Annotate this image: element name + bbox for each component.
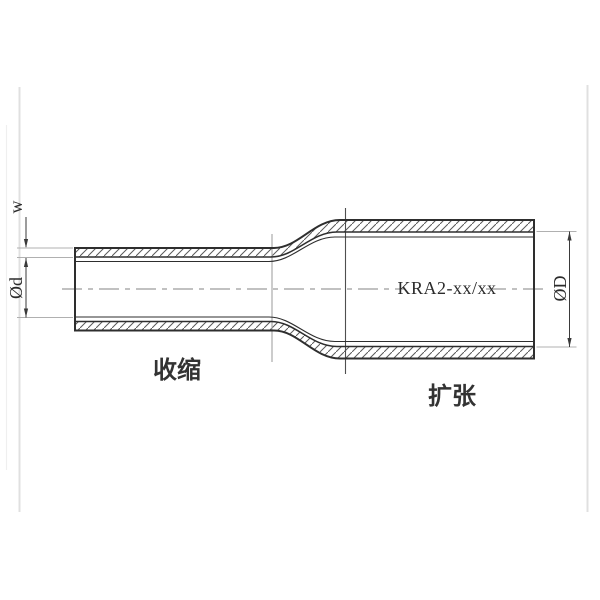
section-label-shrink: 收缩 (153, 356, 201, 384)
tube-inner-wall-top-line (75, 231, 534, 258)
tube-hatching (75, 220, 534, 359)
tube-outer-bottom-line (75, 329, 534, 360)
arrow-d-down (23, 308, 29, 318)
sheet-edges (5, 85, 589, 512)
arrow-D-up (567, 231, 572, 241)
hatch-top-wall (75, 220, 534, 257)
hatch-bottom-wall (75, 321, 534, 359)
section-label-expand: 扩张 (428, 383, 477, 410)
dimension-arrows (23, 231, 572, 347)
adhesive-layer-bottom-line (75, 316, 534, 343)
part-number-label: KRA2-xx/xx (398, 278, 497, 298)
tube-inner-wall-bottom-line (75, 320, 534, 348)
tube-outer-top-line (75, 219, 534, 249)
dimension-label-w: w (6, 201, 26, 214)
arrow-D-down (567, 338, 572, 347)
dimension-label-large-diameter: ØD (550, 276, 570, 302)
adhesive-layer-top-line (75, 236, 534, 263)
arrow-w-down (23, 239, 29, 248)
labels: w Ød ØD KRA2-xx/xx 收缩 扩张 (6, 201, 570, 411)
dimension-label-small-diameter: Ød (6, 277, 26, 299)
arrow-d-up (23, 258, 29, 267)
tube-outline (74, 219, 535, 360)
